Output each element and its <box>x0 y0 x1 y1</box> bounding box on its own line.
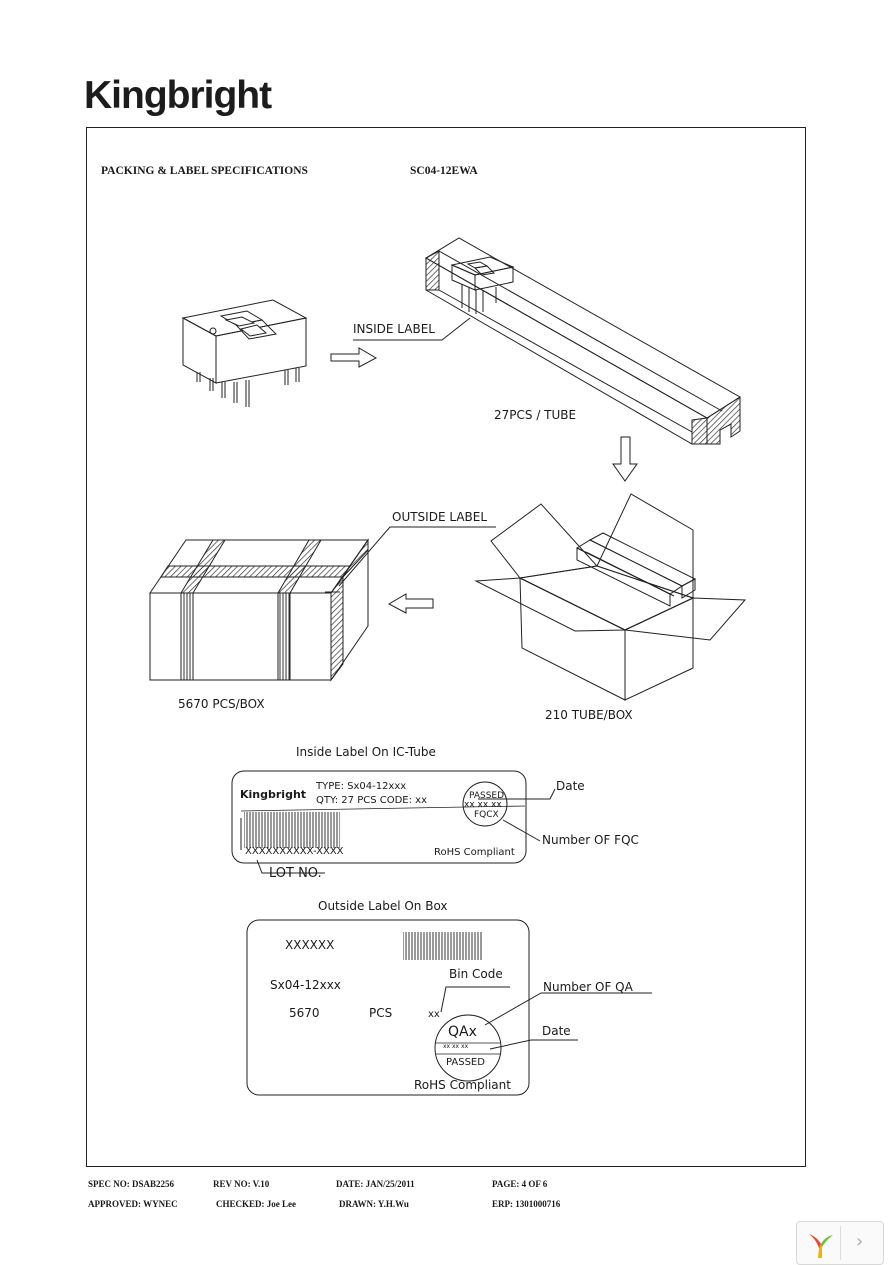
open-carton-with-tubes <box>474 493 747 701</box>
sealed-box <box>149 526 496 682</box>
bin-code-callout: Bin Code <box>449 967 503 981</box>
pcs-per-box-label: 5670 PCS/BOX <box>178 697 265 711</box>
outside-label-callout: OUTSIDE LABEL <box>392 510 488 524</box>
content-frame <box>86 127 806 1167</box>
inside-label-type: TYPE: Sx04-12xxx <box>316 781 407 792</box>
footer-rev-no: REV NO: V.10 <box>213 1179 270 1189</box>
qa-stamp-bottom: PASSED <box>446 1057 485 1068</box>
inside-label-lot-code: XXXXXXXXXX-XXXX <box>245 846 344 857</box>
footer-checked: CHECKED: Joe Lee <box>216 1199 296 1209</box>
footer-erp: ERP: 1301000716 <box>492 1199 561 1209</box>
chevron-right-icon[interactable]: › <box>856 1231 864 1252</box>
footer-page: PAGE: 4 OF 6 <box>492 1179 548 1189</box>
arrow-down-icon <box>612 436 638 482</box>
outside-label-qty: 5670 <box>289 1006 320 1020</box>
qa-stamp-top: QAx <box>448 1024 477 1040</box>
inside-label-title: Inside Label On IC-Tube <box>296 745 436 759</box>
arrow-right-icon <box>330 347 378 368</box>
outside-label-rohs: RoHS Compliant <box>414 1078 511 1092</box>
outside-label-bin: xx <box>428 1009 440 1020</box>
brand-logo: Kingbright <box>84 74 272 117</box>
tubes-per-box-label: 210 TUBE/BOX <box>545 708 633 722</box>
inside-label-brand: Kingbright <box>240 788 307 801</box>
footer-spec-no: SPEC NO: DSAB2256 <box>88 1179 175 1189</box>
inside-label-qty: QTY: 27 PCS CODE: xx <box>316 795 428 806</box>
inside-label-rohs: RoHS Compliant <box>434 847 515 858</box>
pcs-per-tube-label: 27PCS / TUBE <box>494 408 577 422</box>
outside-label-code: XXXXXX <box>285 938 335 952</box>
date-callout-inside: Date <box>556 779 585 793</box>
viewer-logo-icon <box>809 1234 833 1258</box>
outside-label-card <box>246 919 652 1096</box>
fqc-stamp-top: PASSED <box>469 791 505 801</box>
fqc-number-callout: Number OF FQC <box>542 833 639 847</box>
outside-label-unit: PCS <box>369 1006 393 1020</box>
footer-drawn: DRAWN: Y.H.Wu <box>339 1199 409 1209</box>
led-display-component <box>181 299 308 407</box>
lot-no-callout: LOT NO. <box>269 866 322 881</box>
qa-stamp-date: xx xx xx <box>443 1043 469 1050</box>
inside-label-card <box>231 770 556 874</box>
fqc-stamp-bottom: FQCX <box>474 810 499 820</box>
footer-approved: APPROVED: WYNEC <box>88 1199 178 1209</box>
date-callout-outside: Date <box>542 1024 571 1038</box>
outside-label-type: Sx04-12xxx <box>270 978 341 992</box>
tube-with-displays <box>353 237 741 445</box>
arrow-left-icon <box>387 593 434 614</box>
footer-date: DATE: JAN/25/2011 <box>336 1179 415 1189</box>
inside-label-callout: INSIDE LABEL <box>353 322 435 336</box>
part-number: SC04-12EWA <box>410 165 478 177</box>
section-title: PACKING & LABEL SPECIFICATIONS <box>101 165 308 177</box>
fqc-stamp-date: xx xx xx <box>464 800 502 810</box>
viewer-nav: › <box>796 1221 884 1265</box>
outside-label-title: Outside Label On Box <box>318 899 448 913</box>
qa-number-callout: Number OF QA <box>543 980 633 994</box>
nav-separator <box>840 1226 841 1260</box>
